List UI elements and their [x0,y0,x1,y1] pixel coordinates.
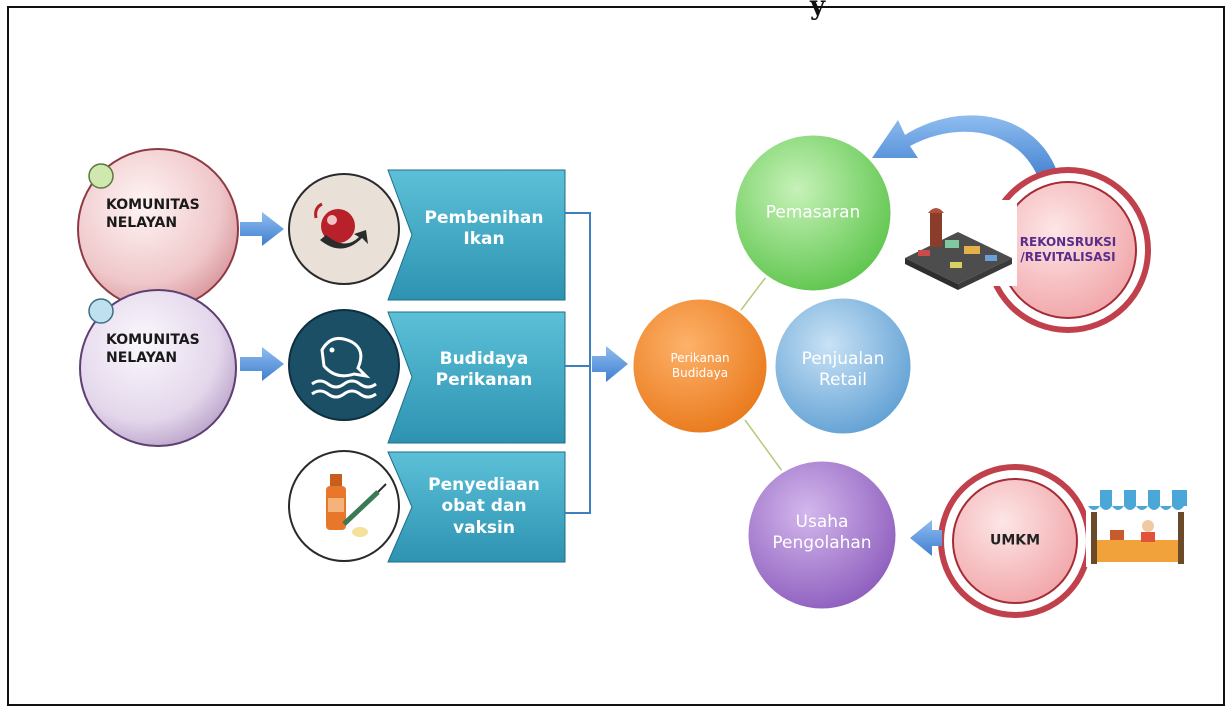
activity-label-penyediaan: Penyediaan obat dan vaksin [428,475,540,538]
flow-diagram: y [77,0,1189,618]
arrow-right [240,347,284,381]
activity-box-penyediaan [387,451,566,563]
fish-water-icon [288,309,400,421]
output-circle-usaha [745,458,899,612]
center-node-label: Perikanan Budidaya [670,351,730,380]
output-label-usaha: Usaha Pengolahan [772,511,872,553]
activity-box-pembenihan [387,169,566,301]
connector-line [565,212,591,514]
support-label-rekonstruksi: REKONSRUKSI /REVITALISASI [1019,235,1117,264]
arrow-right [240,212,284,246]
support-circle-umkm [938,464,1092,618]
arrow-right [592,346,628,382]
activity-box-budidaya [387,311,566,444]
community-label-2: KOMUNITAS NELAYAN [106,332,200,366]
community-circle-2 [79,289,237,447]
support-label-umkm: UMKM [989,532,1041,549]
output-label-penjualan: Penjualan Retail [801,348,885,390]
shop-stall-icon [1086,483,1189,567]
fish-egg-icon [288,173,400,285]
output-label-pemasaran: Pemasaran [765,202,861,223]
medicine-vaccine-icon [288,450,400,562]
center-node [630,296,770,436]
arrow-left [910,520,942,556]
community-circle-1 [77,148,239,310]
output-circle-pemasaran [732,132,894,294]
output-circle-penjualan [772,295,914,437]
activity-label-budidaya: Budidaya Perikanan [435,348,533,390]
community-label-1: KOMUNITAS NELAYAN [106,197,200,231]
curved-arrow [872,115,1060,182]
link-line [744,419,786,476]
market-building-icon [897,200,1017,290]
support-circle-rekonstruksi [985,167,1151,333]
title-fragment: y [809,0,826,21]
activity-label-pembenihan: Pembenihan Ikan [424,207,544,249]
